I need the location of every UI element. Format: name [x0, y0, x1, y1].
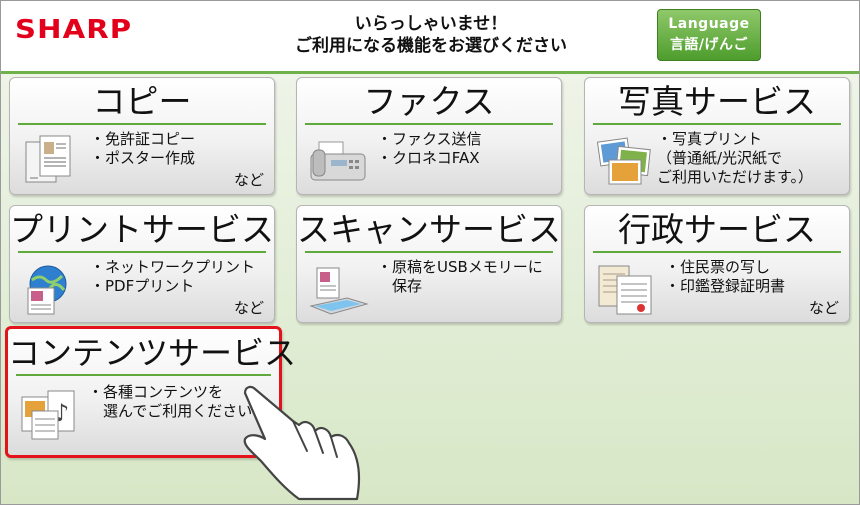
government-service-tile[interactable]: 行政サービス ・住民票の写し ・印鑑登録証明書 など — [584, 205, 850, 323]
scan-service-tile[interactable]: スキャンサービス ・原稿をUSBメモリーに 保存 — [296, 205, 562, 323]
tile-description: ・ファクス送信 ・クロネコFAX — [377, 130, 482, 167]
copy-documents-icon — [25, 135, 71, 183]
tile-divider — [593, 123, 841, 125]
tile-description: ・ネットワークプリント ・PDFプリント — [90, 258, 256, 295]
sharp-logo: SHARP — [15, 15, 133, 45]
welcome-line2: ご利用になる機能をお選びください — [295, 36, 567, 56]
tile-title: コピー — [92, 82, 192, 121]
network-print-icon — [27, 265, 67, 315]
language-label-en: Language — [668, 16, 750, 32]
tile-etc-label: など — [233, 299, 264, 317]
print-service-tile[interactable]: プリントサービス ・ネットワークプリント ・PDFプリント など — [9, 205, 275, 323]
tile-divider — [18, 123, 266, 125]
tile-title: スキャンサービス — [297, 210, 561, 249]
tile-title: 行政サービス — [618, 210, 816, 249]
photo-prints-icon — [596, 137, 651, 185]
tile-divider — [18, 251, 266, 253]
pointing-hand-icon — [243, 385, 360, 501]
header-divider — [1, 71, 859, 74]
tile-divider — [305, 251, 553, 253]
contents-service-tile[interactable]: コンテンツサービス ♪ ・各種コンテンツを 選んでご利用ください — [5, 326, 297, 458]
language-label-ja: 言語/げんご — [669, 37, 749, 53]
tile-etc-label: など — [808, 299, 839, 317]
tile-description: ・原稿をUSBメモリーに 保存 — [377, 258, 543, 295]
tile-title: コンテンツサービス — [8, 334, 297, 372]
tile-title: プリントサービス — [10, 210, 274, 249]
tile-title: 写真サービス — [618, 82, 816, 121]
tile-divider — [305, 123, 553, 125]
fax-tile[interactable]: ファクス ・ファクス送信 ・クロネコFAX — [296, 77, 562, 195]
government-documents-icon — [598, 265, 652, 315]
copy-tile[interactable]: コピー ・免許証コピー ・ポスター作成 など — [9, 77, 275, 195]
tile-title: ファクス — [363, 82, 495, 121]
tile-description: ・写真プリント （普通紙/光沢紙で ご利用いただけます。） — [657, 130, 814, 186]
welcome-line1: いらっしゃいませ！ — [354, 14, 508, 34]
tile-description: ・各種コンテンツを 選んでご利用ください — [88, 383, 253, 420]
contents-documents-icon: ♪ — [21, 390, 75, 440]
header: SHARP いらっしゃいませ！ ご利用になる機能をお選びください Languag… — [1, 1, 859, 71]
tile-description: ・免許証コピー ・ポスター作成 — [90, 130, 196, 167]
tile-etc-label: など — [233, 171, 264, 189]
welcome-message: いらっしゃいませ！ ご利用になる機能をお選びください — [271, 13, 591, 57]
scanner-icon — [309, 267, 369, 315]
tile-description: ・住民票の写し ・印鑑登録証明書 — [665, 258, 786, 295]
fax-machine-icon — [310, 141, 366, 181]
tile-divider — [593, 251, 841, 253]
photo-service-tile[interactable]: 写真サービス ・写真プリント （普通紙/光沢紙で ご利用いただけます。） — [584, 77, 850, 195]
tile-divider — [16, 374, 271, 376]
language-button[interactable]: Language 言語/げんご — [657, 9, 761, 61]
